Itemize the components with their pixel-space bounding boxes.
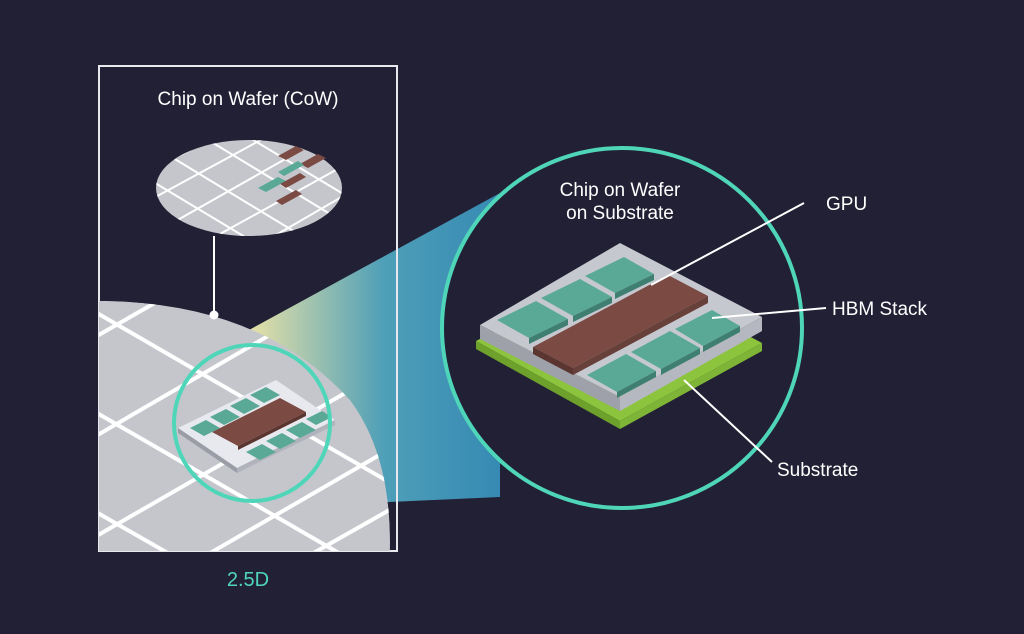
gpu-leader [650,202,805,286]
gpu-label: GPU [826,194,868,215]
gpu-die [533,275,708,368]
hbm-stack-label: HBM Stack [832,299,928,320]
wafer-overview-dies [258,146,326,205]
cowos-title-line2: on Substrate [566,202,674,224]
hbm-stacks-back [497,257,654,344]
cowos-zoom-title: Chip on Wafer on Substrate [520,180,720,226]
focus-ring [172,343,332,503]
substrate-label: Substrate [777,460,859,481]
connector-dot [209,310,219,320]
substrate-leader [683,379,773,463]
cow-panel-title: Chip on Wafer (CoW) [157,89,339,110]
cowos-on-wafer [178,380,335,473]
hbm-stacks-front [587,310,740,398]
hbm-leader [711,307,827,319]
cowos-title-line1: Chip on Wafer [559,180,681,201]
packaging-caption: 2.5D [226,569,270,591]
wafer-overview [156,140,342,236]
